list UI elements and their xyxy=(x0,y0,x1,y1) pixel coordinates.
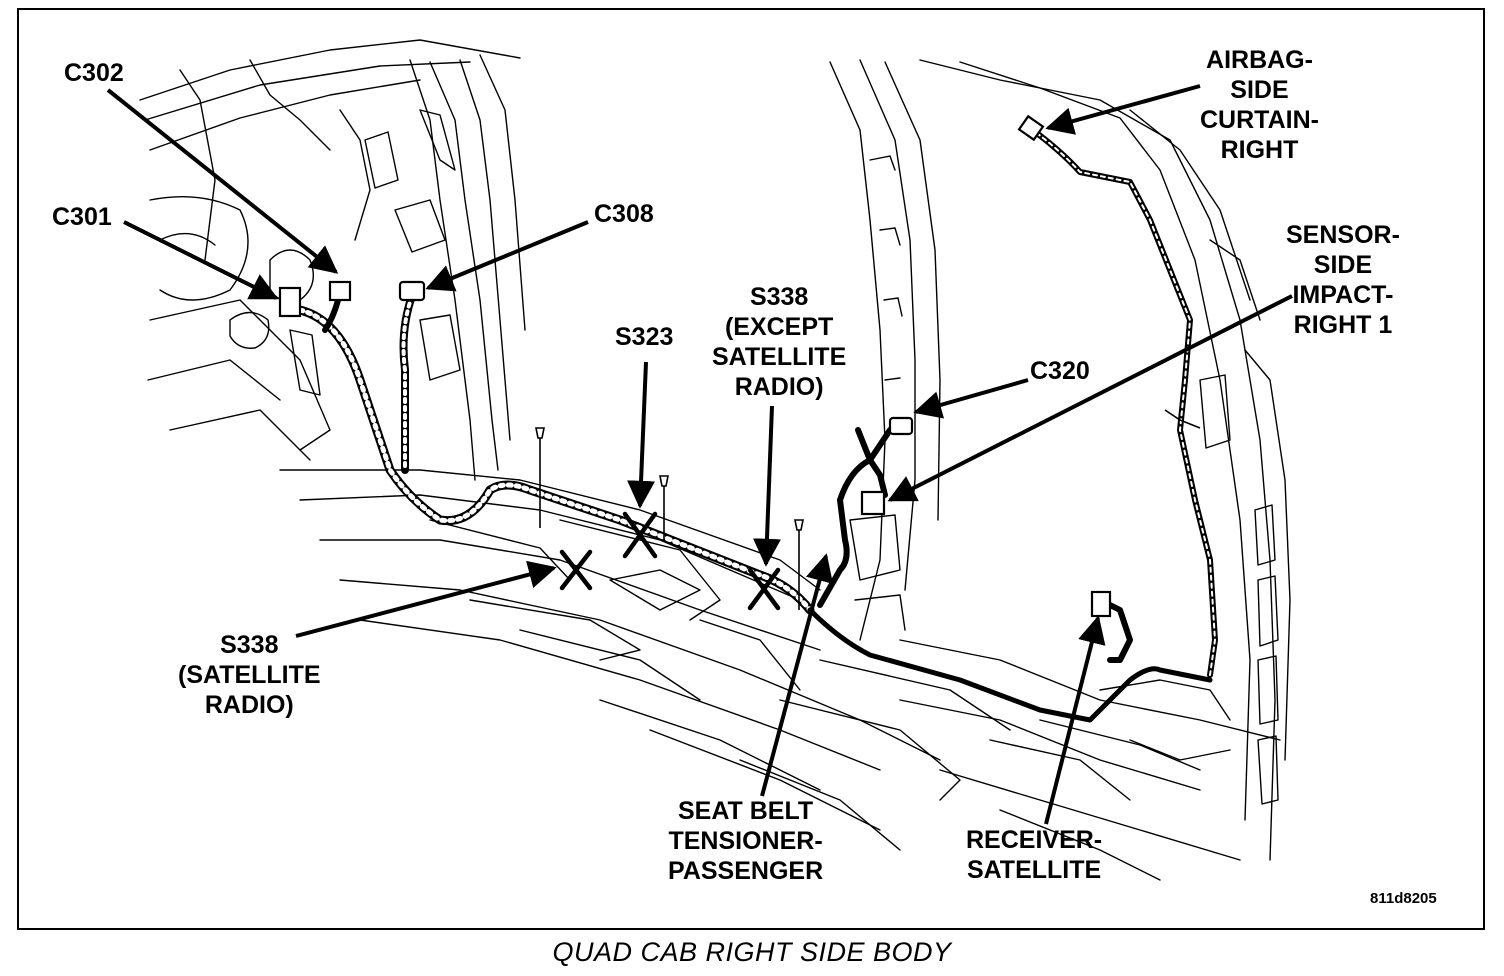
s338-sat-leader xyxy=(295,560,557,638)
leader-lines xyxy=(106,84,1293,825)
receiver-label: RECEIVER- SATELLITE xyxy=(966,826,1103,884)
sensor-label: SENSOR- SIDE IMPACT- RIGHT 1 xyxy=(1286,221,1400,339)
c308-label: C308 xyxy=(594,200,654,228)
seat-belt-leader xyxy=(760,553,834,797)
body-structure xyxy=(139,39,1291,881)
sensor-connector xyxy=(860,490,886,516)
airbag-connector xyxy=(1017,114,1045,142)
harness-airbag xyxy=(1027,125,1218,678)
harness-rear xyxy=(807,607,1213,723)
reference-code: 811d8205 xyxy=(1370,890,1437,907)
s323-splice xyxy=(622,511,658,559)
c301-leader xyxy=(123,220,279,300)
s338-sat-splice xyxy=(559,549,593,591)
receiver-connector xyxy=(1090,590,1112,618)
s338-except-label: S338 (EXCEPT SATELLITE RADIO) xyxy=(712,283,847,401)
c302-label: C302 xyxy=(64,59,124,87)
c308-connector xyxy=(398,280,426,302)
s338-except-leader xyxy=(752,405,781,567)
airbag-label: AIRBAG- SIDE CURTAIN- RIGHT xyxy=(1200,46,1319,164)
s338-except-splice xyxy=(747,567,781,611)
c320-connector xyxy=(888,416,914,436)
receiver-leader xyxy=(1044,615,1106,825)
s338-sat-label: S338 (SATELLITE RADIO) xyxy=(178,631,321,719)
c320-label: C320 xyxy=(1030,357,1090,385)
diagram-caption: QUAD CAB RIGHT SIDE BODY xyxy=(552,937,952,967)
wiring-harness xyxy=(295,125,1218,723)
sensor-leader xyxy=(887,294,1293,502)
seat-belt-label: SEAT BELT TENSIONER- PASSENGER xyxy=(668,797,824,885)
c302-connector xyxy=(328,280,352,302)
splice-marks xyxy=(559,511,781,611)
fasteners xyxy=(535,409,1201,610)
harness-receiver xyxy=(1097,597,1133,663)
c302-leader xyxy=(106,88,339,274)
diagram-frame xyxy=(17,8,1485,930)
s323-leader xyxy=(627,361,656,509)
s323-label: S323 xyxy=(615,323,674,351)
c301-label: C301 xyxy=(52,203,112,231)
c301-connector xyxy=(278,286,302,318)
c320-leader xyxy=(913,378,1029,419)
airbag-leader xyxy=(1045,84,1201,135)
c308-leader xyxy=(425,220,589,292)
